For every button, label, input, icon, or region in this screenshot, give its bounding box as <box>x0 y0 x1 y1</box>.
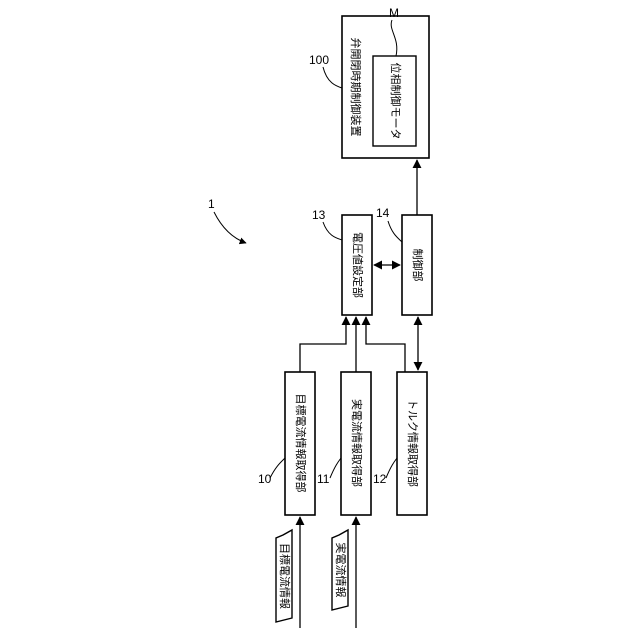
control-ref: 14 <box>376 206 390 220</box>
torque-ref: 12 <box>373 472 387 486</box>
target-ref: 10 <box>258 472 272 486</box>
target-leader <box>270 458 285 478</box>
device-ref: 100 <box>309 53 329 67</box>
system-ref: 1 <box>208 197 215 211</box>
actual-ref: 11 <box>317 472 330 486</box>
system-leader <box>214 212 246 243</box>
voltage-leader <box>323 222 342 240</box>
control-label: 制御部 <box>411 249 425 282</box>
torque-to-voltage <box>366 317 405 372</box>
actual-leader <box>330 458 341 478</box>
motor-label: 位相制御モータ <box>389 63 403 140</box>
target-input-label: 目標電流情報 <box>278 543 292 609</box>
torque-acq-label: トルク情報取得部 <box>406 399 420 487</box>
torque-leader <box>386 458 397 478</box>
actual-input-label: 実電流情報 <box>334 543 348 598</box>
voltage-ref: 13 <box>312 208 326 222</box>
device-leader <box>323 67 342 88</box>
motor-ref: M <box>389 6 399 20</box>
device-label: 弁開閉時期制御装置 <box>349 38 363 137</box>
control-leader <box>388 221 402 242</box>
voltage-label: 電圧値設定部 <box>351 232 365 298</box>
target-acq-label: 目標電流情報取得部 <box>294 394 308 493</box>
actual-acq-label: 実電流情報取得部 <box>350 399 364 487</box>
target-to-voltage <box>300 317 346 372</box>
